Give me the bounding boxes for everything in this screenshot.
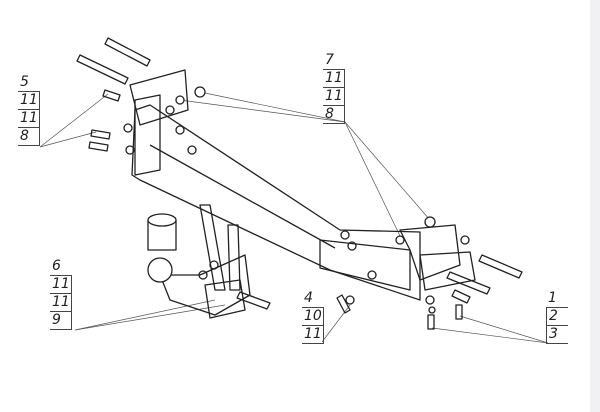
callout-bottom-middle: 4 10 11: [302, 290, 324, 344]
callout-part-number: 1: [546, 290, 568, 308]
nuts: [123, 86, 470, 314]
callout-part-number: 11: [50, 294, 72, 312]
callout-part-number: 11: [323, 88, 345, 106]
bolts: [76, 37, 523, 330]
callout-part-number: 6: [50, 258, 72, 276]
callout-part-number: 11: [302, 326, 324, 344]
callout-part-number: 8: [323, 106, 345, 124]
callout-part-number: 11: [323, 70, 345, 88]
leader-lines: [39, 91, 549, 344]
callout-part-number: 11: [50, 276, 72, 294]
callout-part-number: 4: [302, 290, 324, 308]
callout-left-lower: 6 11 11 9: [50, 258, 72, 330]
callout-part-number: 8: [18, 128, 40, 146]
callout-left-upper: 5 11 11 8: [18, 74, 40, 146]
tow-ball: [147, 204, 251, 319]
callout-part-number: 11: [18, 92, 40, 110]
callout-part-number: 9: [50, 312, 72, 330]
callout-part-number: 5: [18, 74, 40, 92]
callout-part-number: 10: [302, 308, 324, 326]
callout-part-number: 7: [323, 52, 345, 70]
callout-part-number: 2: [546, 308, 568, 326]
crossbeam: [129, 69, 476, 301]
callout-top-middle: 7 11 11 8: [323, 52, 345, 124]
callout-part-number: 11: [18, 110, 40, 128]
scroll-edge: [590, 0, 600, 412]
callout-right-lower: 1 2 3: [546, 290, 568, 344]
callout-part-number: 3: [546, 326, 568, 344]
